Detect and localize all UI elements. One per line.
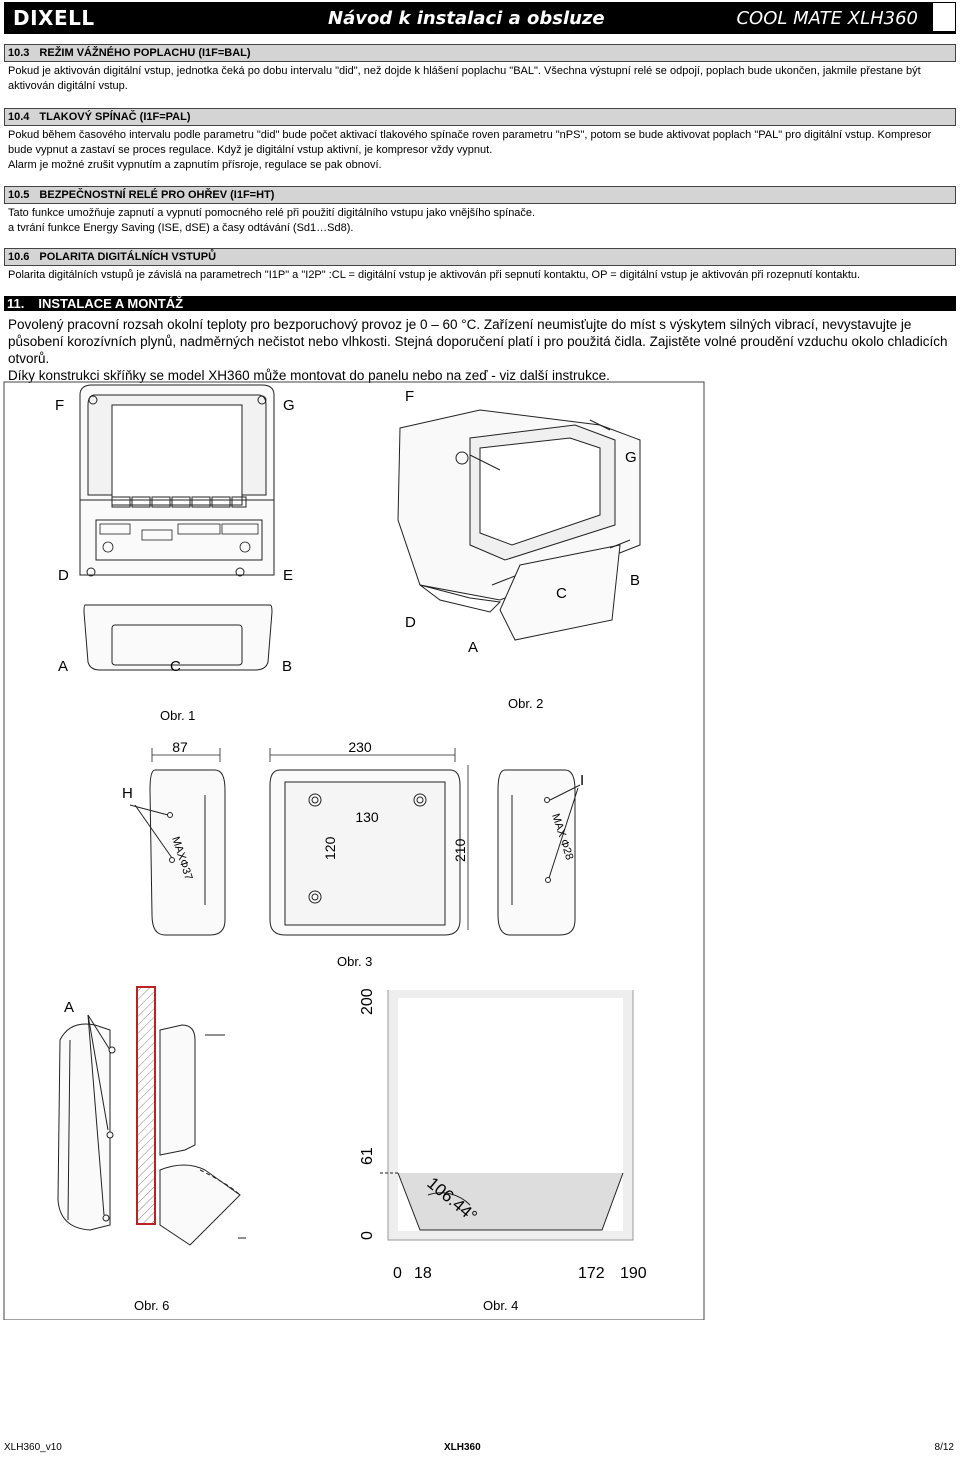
install-paragraph: Povolený pracovní rozsah okolní teploty … — [8, 316, 953, 384]
obr4-cutout — [380, 990, 634, 1241]
dim-130: 130 — [355, 809, 379, 825]
section-heading: 10.4 TLAKOVÝ SPÍNAČ (I1F=PAL) — [4, 108, 956, 126]
install-line: Díky konstrukci skříňky se model XH360 m… — [8, 368, 610, 383]
obr3-back — [269, 769, 461, 936]
dim-210: 210 — [452, 838, 468, 862]
label-a: A — [58, 658, 68, 675]
section-paragraph: a tvrání funkce Energy Saving (ISE, dSE)… — [8, 222, 354, 234]
section-paragraph: Pokud je aktivován digitální vstup, jedn… — [8, 65, 921, 92]
section-10-4: 10.4 TLAKOVÝ SPÍNAČ (I1F=PAL) Pokud během… — [4, 108, 956, 173]
obr1-labels: F G D E A C B Obr. 1 — [55, 397, 295, 723]
label-c: C — [170, 658, 181, 675]
obr2-labels: F G C B D A Obr. 2 — [405, 388, 640, 711]
label-d: D — [405, 614, 416, 631]
xtick-172: 172 — [578, 1265, 605, 1282]
page-number: 8/12 — [934, 1442, 954, 1453]
header-corner — [932, 3, 955, 31]
install-heading: 11. INSTALACE A MONTÁŽ — [4, 296, 956, 311]
obr6-caption: Obr. 6 — [134, 1298, 169, 1313]
dim-87: 87 — [172, 739, 188, 755]
obr3-side-left — [129, 769, 226, 936]
dim-230: 230 — [348, 739, 372, 755]
section-title: TLAKOVÝ SPÍNAČ (I1F=PAL) — [39, 111, 191, 123]
section-number: 10.3 — [8, 47, 30, 59]
obr2-device — [397, 409, 641, 641]
brand-logo: DIXELL — [13, 6, 95, 30]
footer-version: XLH360_v10 — [4, 1442, 62, 1453]
section-paragraph: Pokud během časového intervalu podle par… — [8, 129, 932, 156]
obr4-caption: Obr. 4 — [483, 1298, 518, 1313]
label-h: H — [122, 785, 133, 802]
label-g: G — [283, 397, 295, 414]
obr2-caption: Obr. 2 — [508, 696, 543, 711]
section-number: 10.4 — [8, 111, 30, 123]
header-bar: DIXELL Návod k instalaci a obsluze COOL … — [4, 2, 956, 34]
label-b: B — [630, 572, 640, 589]
document-title: Návod k instalaci a obsluze — [328, 7, 605, 29]
section-number: 10.6 — [8, 251, 30, 263]
section-number: 11. — [7, 296, 25, 311]
dim-120: 120 — [322, 836, 338, 860]
section-10-5: 10.5 BEZPEČNOSTNÍ RELÉ PRO OHŘEV (I1F=HT)… — [4, 186, 956, 236]
obr3-caption: Obr. 3 — [337, 954, 372, 969]
xtick-0: 0 — [393, 1265, 402, 1282]
label-d: D — [58, 567, 69, 584]
label-e: E — [283, 567, 293, 584]
section-paragraph: Polarita digitálních vstupů je závislá n… — [8, 269, 861, 281]
xtick-18: 18 — [414, 1265, 432, 1282]
label-i: I — [580, 772, 584, 789]
figures-drawing: F G D E A C B Obr. 1 F G C B — [3, 381, 705, 1320]
section-heading: 10.3 REŽIM VÁŽNÉHO POPLACHU (I1F=BAL) — [4, 44, 956, 62]
footer-model: XLH360 — [444, 1442, 481, 1453]
obr6-device — [57, 1014, 246, 1246]
section-heading: 10.6 POLARITA DIGITÁLNÍCH VSTUPŮ — [4, 248, 956, 266]
obr6-wall — [136, 986, 156, 1225]
section-title: REŽIM VÁŽNÉHO POPLACHU (I1F=BAL) — [39, 47, 251, 59]
section-title: BEZPEČNOSTNÍ RELÉ PRO OHŘEV (I1F=HT) — [39, 189, 275, 201]
section-title: POLARITA DIGITÁLNÍCH VSTUPŮ — [39, 251, 217, 263]
obr3-side-right — [497, 769, 581, 936]
install-line: Povolený pracovní rozsah okolní teploty … — [8, 317, 948, 366]
obr6-labels: A Obr. 6 — [64, 999, 169, 1313]
section-number: 10.5 — [8, 189, 30, 201]
label-g: G — [625, 449, 637, 466]
section-title: INSTALACE A MONTÁŽ — [38, 296, 184, 311]
xtick-190: 190 — [620, 1265, 647, 1282]
dim-61: 61 — [359, 1147, 376, 1165]
figures-area: F G D E A C B Obr. 1 F G C B — [0, 380, 960, 1320]
section-10-3: 10.3 REŽIM VÁŽNÉHO POPLACHU (I1F=BAL) Pok… — [4, 44, 956, 94]
section-10-6: 10.6 POLARITA DIGITÁLNÍCH VSTUPŮ Polarita… — [4, 248, 956, 283]
label-f: F — [55, 397, 64, 414]
obr1-caption: Obr. 1 — [160, 708, 195, 723]
section-heading: 10.5 BEZPEČNOSTNÍ RELÉ PRO OHŘEV (I1F=HT) — [4, 186, 956, 204]
dim-200: 200 — [359, 988, 376, 1015]
label-a: A — [64, 999, 74, 1016]
label-b: B — [282, 658, 292, 675]
label-f: F — [405, 388, 414, 405]
model-name: COOL MATE XLH360 — [736, 7, 918, 29]
section-paragraph: Alarm je možné zrušit vypnutím a zapnutí… — [8, 159, 382, 171]
label-a: A — [468, 639, 478, 656]
label-c: C — [556, 585, 567, 602]
dim-0: 0 — [359, 1231, 376, 1240]
section-paragraph: Tato funkce umožňuje zapnutí a vypnutí p… — [8, 207, 536, 219]
obr1-device — [79, 384, 275, 671]
